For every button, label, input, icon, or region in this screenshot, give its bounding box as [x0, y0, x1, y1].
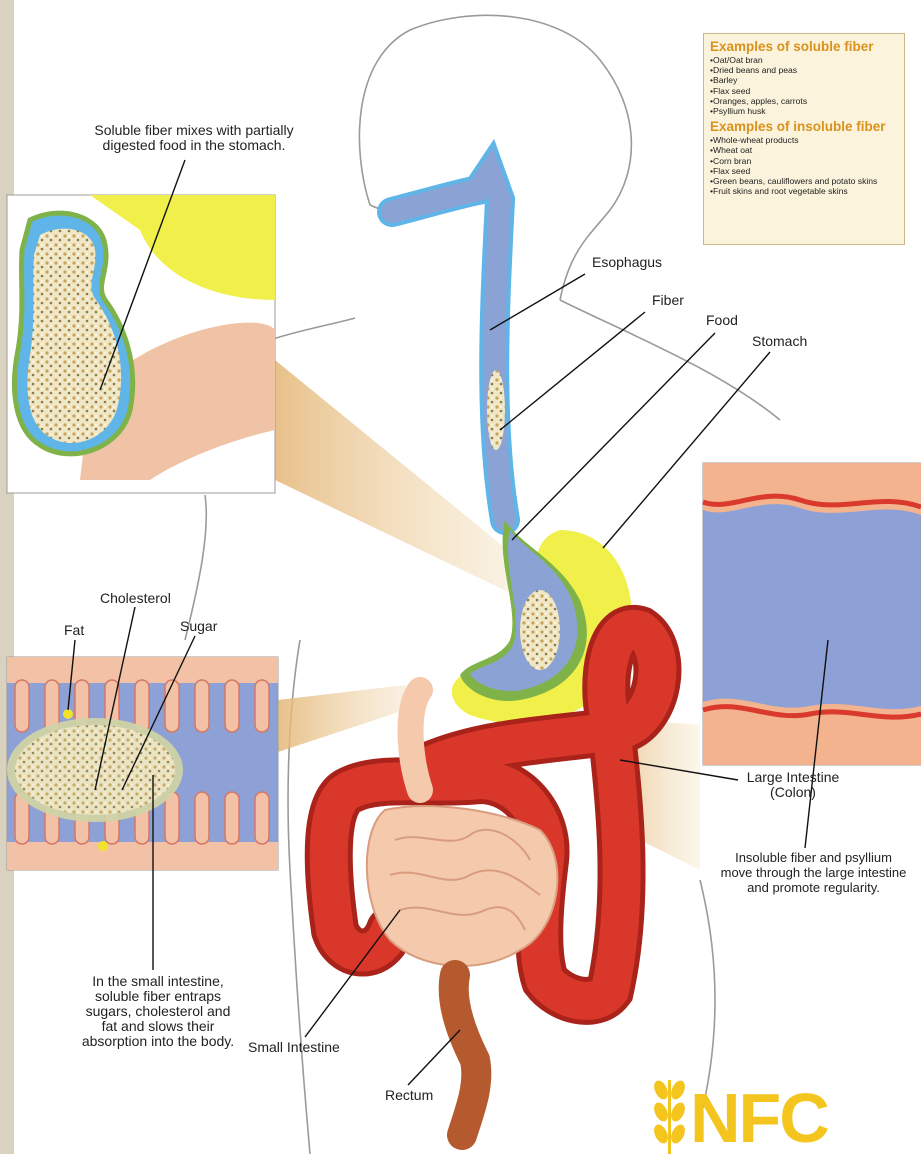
small-intestine-caption: In the small intestine, soluble fiber en… [58, 974, 258, 1049]
textured-border [0, 0, 14, 1154]
list-item: Whole-wheat products [710, 135, 900, 145]
rectum [454, 975, 477, 1135]
caption-line: absorption into the body. [58, 1034, 258, 1049]
caption-line: Insoluble fiber and psyllium [706, 850, 921, 865]
label-food: Food [706, 313, 738, 328]
label-fat: Fat [64, 623, 84, 638]
label-rectum: Rectum [385, 1088, 433, 1103]
list-item: Oranges, apples, carrots [710, 96, 900, 106]
soluble-fiber-list: Oat/Oat bran Dried beans and peas Barley… [710, 55, 900, 116]
insoluble-fiber-list: Whole-wheat products Wheat oat Corn bran… [710, 135, 900, 196]
list-item: Corn bran [710, 156, 900, 166]
label-small-intestine: Small Intestine [248, 1040, 340, 1055]
label-esophagus: Esophagus [592, 255, 662, 270]
label-sugar: Sugar [180, 619, 217, 634]
small-intestine-vignette [7, 657, 278, 870]
caption-line: move through the large intestine [706, 865, 921, 880]
caption-line: soluble fiber entraps [58, 989, 258, 1004]
insoluble-fiber-heading: Examples of insoluble fiber [710, 119, 900, 135]
label-line: (Colon) [738, 785, 848, 800]
soluble-fiber-heading: Examples of soluble fiber [710, 39, 900, 55]
caption-line: Soluble fiber mixes with partially [64, 123, 324, 138]
list-item: Barley [710, 75, 900, 85]
caption-line: In the small intestine, [58, 974, 258, 989]
label-fiber: Fiber [652, 293, 684, 308]
wheat-icon [651, 1078, 687, 1154]
stomach-caption: Soluble fiber mixes with partially diges… [64, 123, 324, 153]
label-stomach: Stomach [752, 334, 807, 349]
caption-line: digested food in the stomach. [64, 138, 324, 153]
caption-line: fat and slows their [58, 1019, 258, 1034]
stomach-vignette [7, 195, 275, 493]
esophagus [392, 172, 505, 520]
list-item: Oat/Oat bran [710, 55, 900, 65]
caption-line: sugars, cholesterol and [58, 1004, 258, 1019]
list-item: Psyllium husk [710, 106, 900, 116]
list-item: Dried beans and peas [710, 65, 900, 75]
label-line: Large Intestine [738, 770, 848, 785]
list-item: Flax seed [710, 166, 900, 176]
list-item: Wheat oat [710, 145, 900, 155]
list-item: Fruit skins and root vegetable skins [710, 186, 900, 196]
label-large-intestine: Large Intestine (Colon) [738, 770, 848, 800]
nfc-logo: NFC [690, 1083, 828, 1153]
list-item: Flax seed [710, 86, 900, 96]
large-intestine-vignette [703, 463, 921, 765]
list-item: Green beans, cauliflowers and potato ski… [710, 176, 900, 186]
label-cholesterol: Cholesterol [100, 591, 171, 606]
caption-line: and promote regularity. [706, 880, 921, 895]
fiber-examples-box: Examples of soluble fiber Oat/Oat bran D… [703, 33, 905, 245]
large-intestine-caption: Insoluble fiber and psyllium move throug… [706, 850, 921, 895]
